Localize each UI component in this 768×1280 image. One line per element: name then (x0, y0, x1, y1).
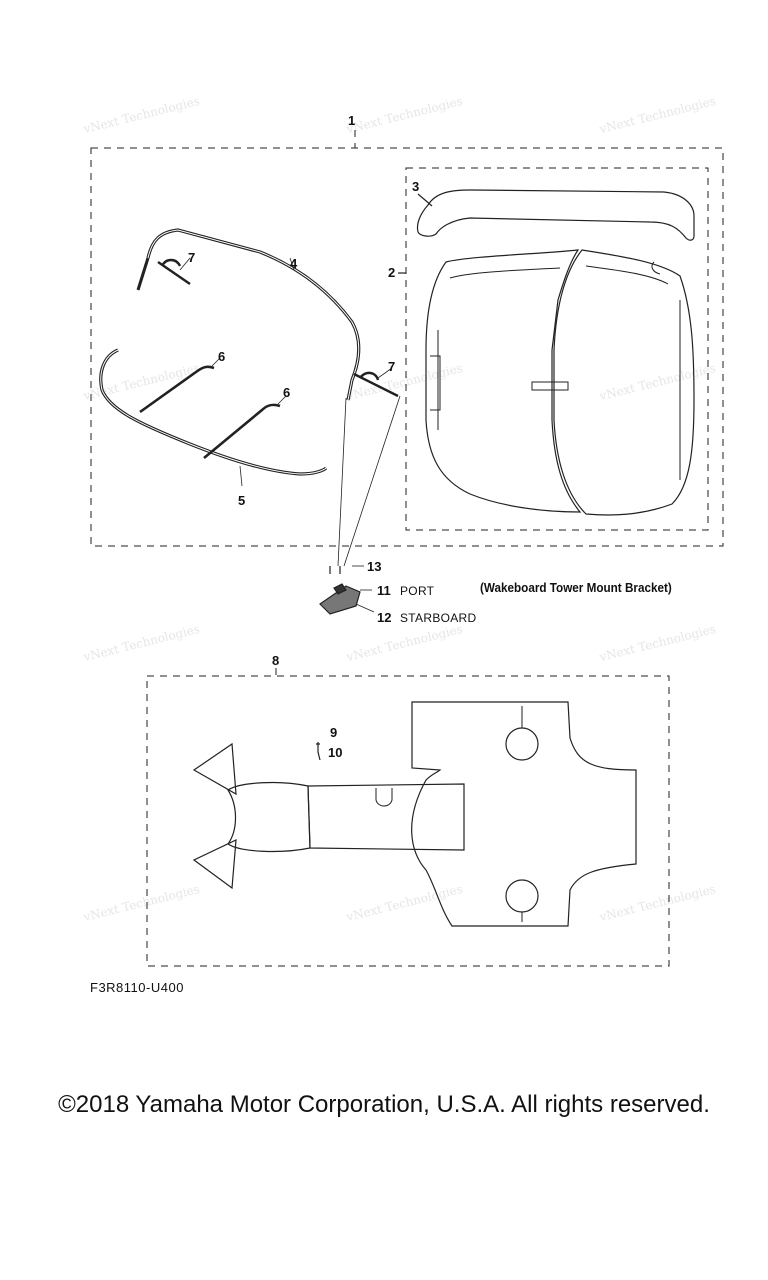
tower-mount-bracket (319, 565, 375, 615)
callout-11: 11 (377, 583, 391, 598)
part-6-strut-upper (139, 365, 215, 414)
callout-8: 8 (272, 653, 280, 668)
group-8-boundary (146, 668, 670, 967)
callout-7-left: 7 (188, 250, 196, 265)
part-4-upper-rail (146, 228, 361, 401)
figure-code: F3R8110-U400 (90, 980, 184, 995)
part-7-bracket-left (157, 258, 191, 285)
callout-13: 13 (367, 559, 382, 574)
part-3-cushion (416, 189, 695, 241)
port-label: PORT (400, 584, 435, 598)
callout-12: 12 (377, 610, 392, 625)
callout-2: 2 (388, 265, 396, 280)
callout-9: 9 (330, 725, 338, 740)
copyright-notice: ©2018 Yamaha Motor Corporation, U.S.A. A… (58, 1091, 710, 1118)
callout-1: 1 (348, 113, 356, 128)
callout-5: 5 (238, 493, 246, 508)
part-6-strut-lower (203, 403, 281, 460)
part-2-mat-right (553, 249, 695, 516)
part-7-bracket-right (353, 371, 399, 398)
group-2-boundary (405, 167, 709, 531)
callout-10: 10 (328, 745, 343, 760)
part-2-mat-left (425, 249, 582, 513)
callout-6-lower: 6 (283, 385, 291, 400)
group-1-boundary (90, 130, 724, 547)
callout-7-right: 7 (388, 359, 396, 374)
part-8-floor-mats (192, 701, 637, 927)
callout-4: 4 (290, 256, 298, 271)
callout-3: 3 (412, 179, 420, 194)
callout-6-upper: 6 (218, 349, 226, 364)
starboard-label: STARBOARD (400, 611, 477, 625)
bracket-caption: (Wakeboard Tower Mount Bracket) (480, 580, 672, 595)
